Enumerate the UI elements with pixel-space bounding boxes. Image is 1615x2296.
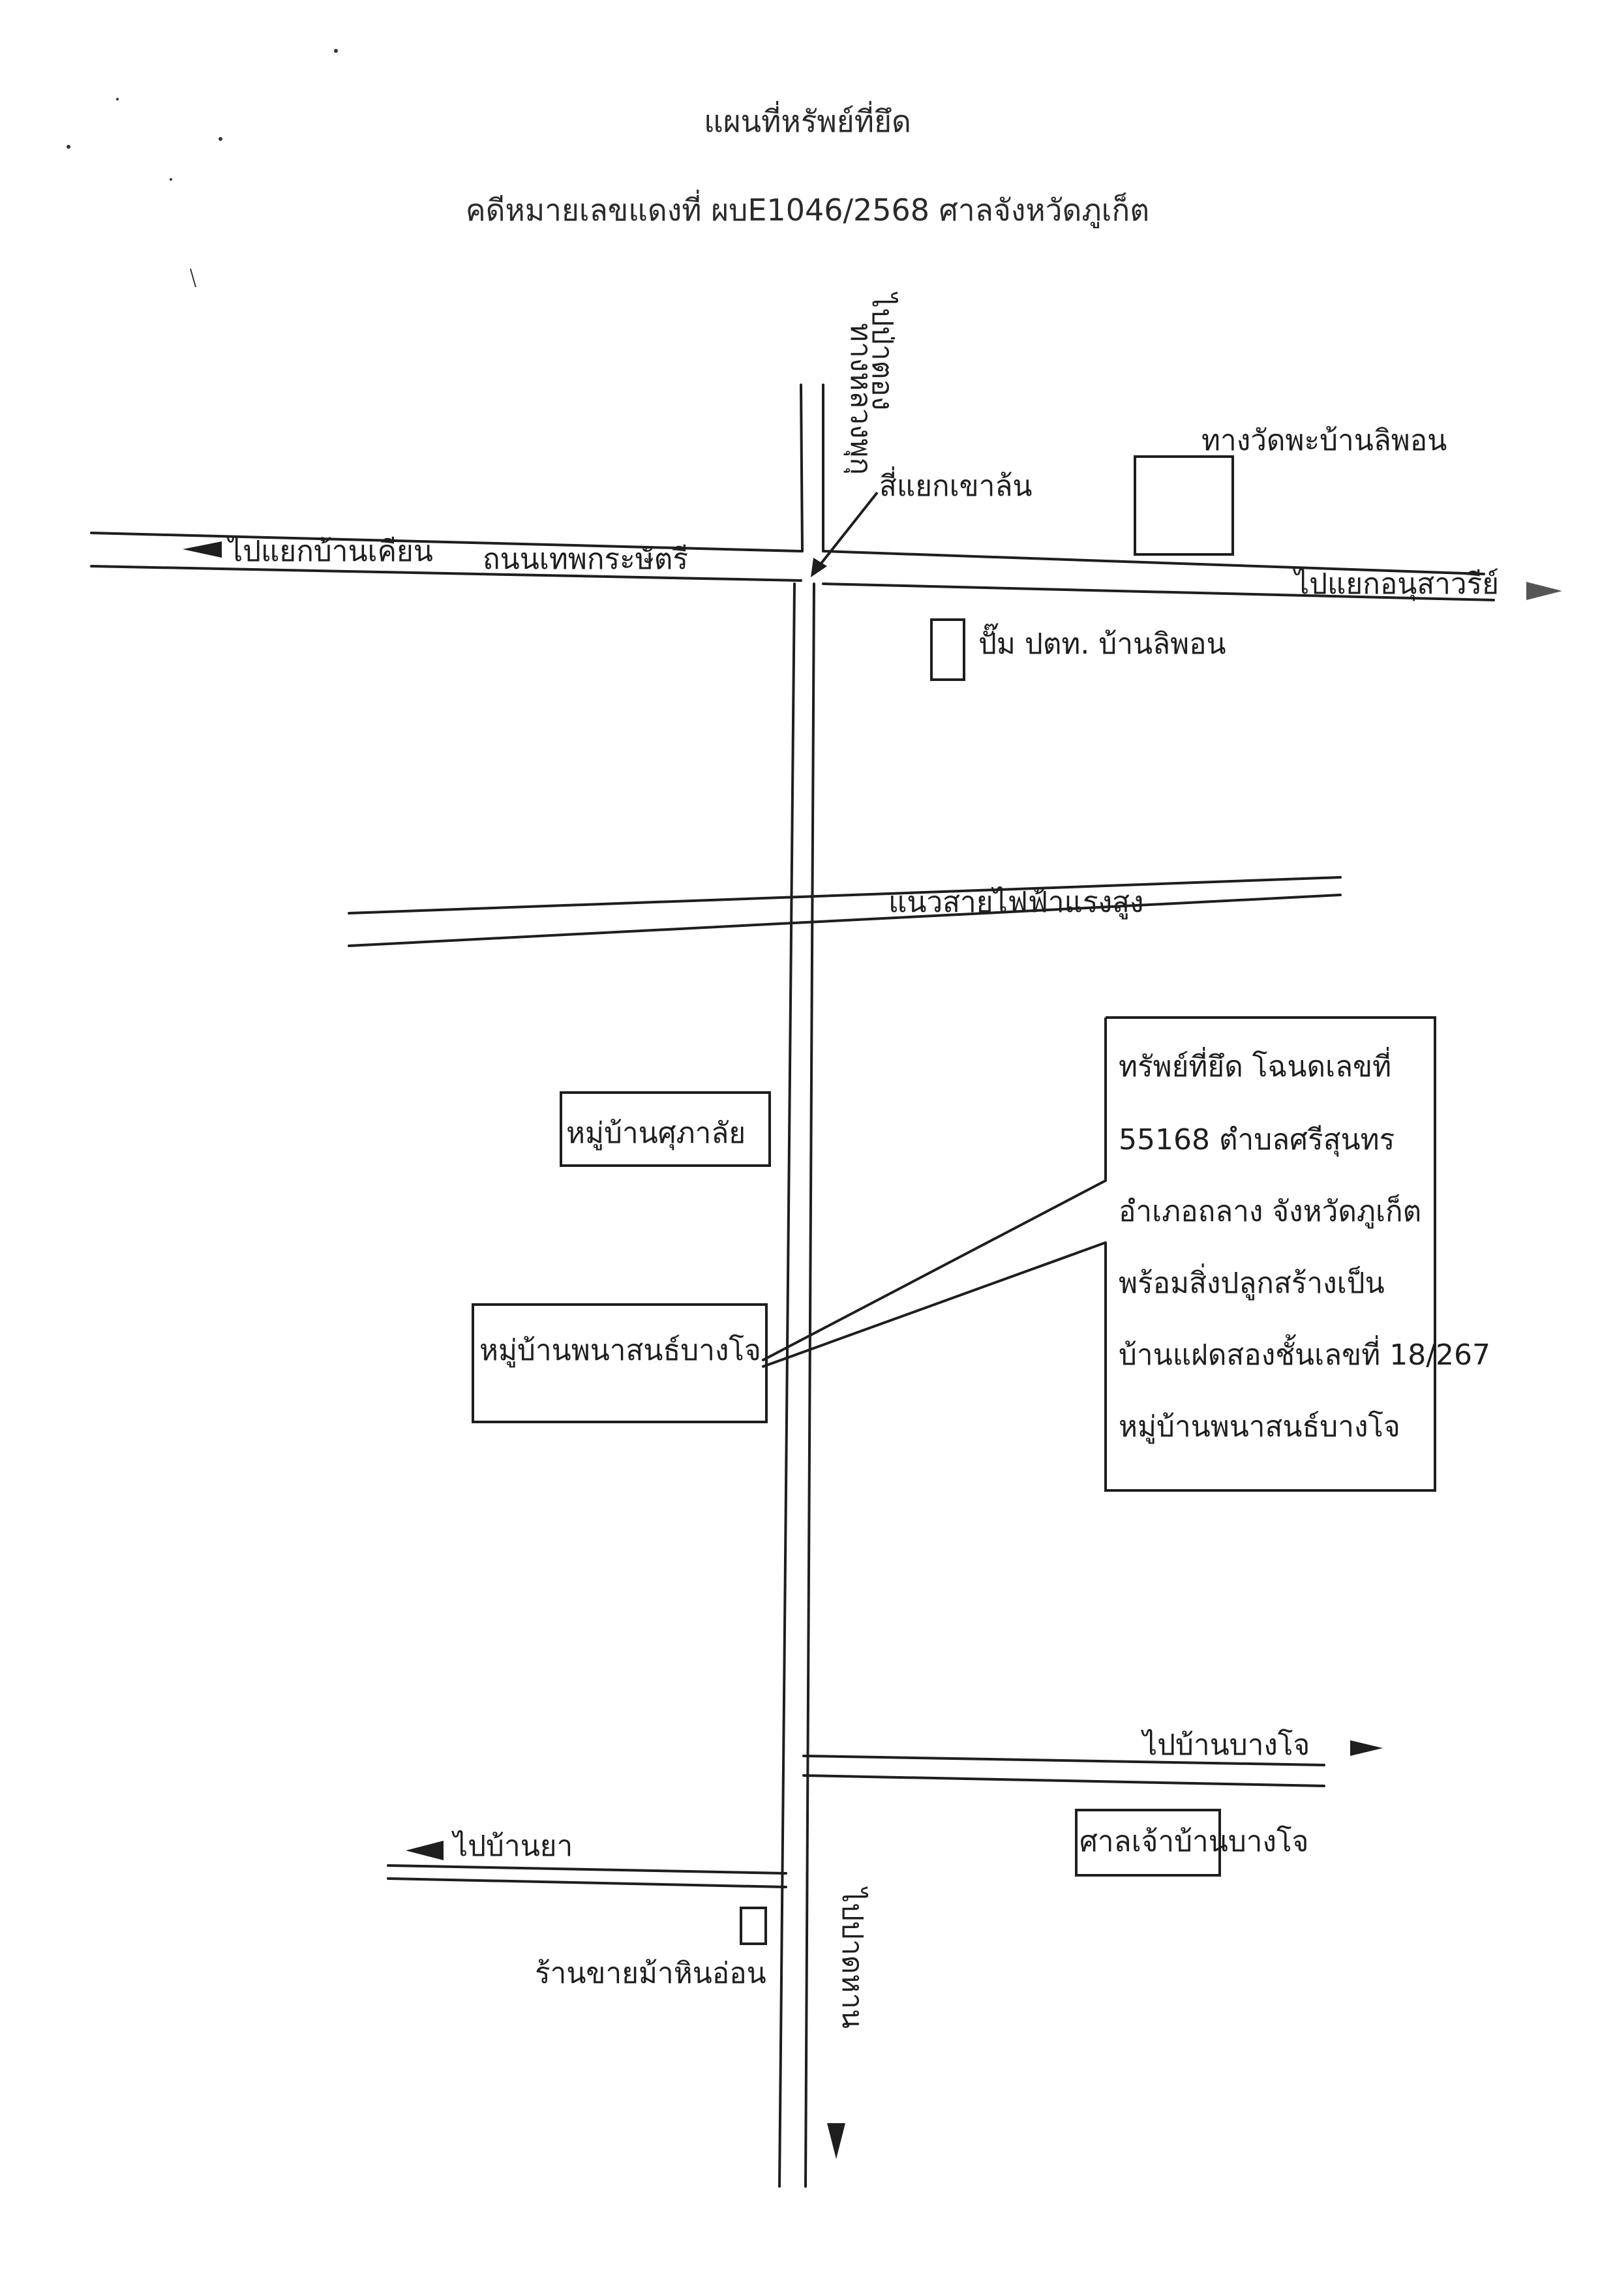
scan-specks — [67, 49, 338, 288]
south-road-left-edge — [778, 582, 796, 2188]
shop-label: ร้านขายม้าหินอ่อน — [535, 1957, 766, 1990]
bangjo-road-bottom — [802, 1774, 1325, 1787]
junction-pointer-arrow — [814, 491, 879, 572]
property-note-line-3: อำเภอถลาง จังหวัดภูเก็ต — [1119, 1194, 1421, 1229]
east-arrow-icon — [1526, 582, 1562, 600]
west-to-label: ไปแยกบ้านเคียน — [226, 535, 433, 568]
bangjo-road-top — [802, 1755, 1325, 1766]
pointer-line-upper — [762, 1179, 1107, 1361]
junction-arrow-icon — [811, 558, 827, 577]
main-road-west-bottom — [90, 565, 802, 582]
shrine-box — [1075, 1809, 1221, 1877]
main-road-east-bottom — [822, 582, 1495, 601]
power-line-label: แนวสายไฟฟ้าแรงสูง — [888, 886, 1143, 920]
shop-marker — [740, 1907, 767, 1945]
banya-arrow-icon — [406, 1841, 444, 1860]
bangjo-arrow-icon — [1350, 1740, 1383, 1756]
north-road-label: ทางหลวงพุกุ — [843, 323, 877, 475]
property-note-line-5: บ้านแฝดสองชั้นเลขที่ 18/267 — [1119, 1334, 1490, 1372]
gas-station-marker — [930, 618, 965, 681]
property-note-line-2: 55168 ตำบลศรีสุนทร — [1119, 1123, 1395, 1157]
to-banya-label: ไปบ้านยา — [451, 1830, 573, 1863]
village-2-label: หมู่บ้านพนาสนธ์บางโจ — [479, 1334, 761, 1368]
banya-road-bottom — [387, 1877, 787, 1888]
property-note-line-4: พร้อมสิ่งปลูกสร้างเป็น — [1119, 1263, 1385, 1301]
gas-station-label: ปั๊ม ปตท. บ้านลิพอน — [978, 623, 1226, 661]
shrine-label: ศาลเจ้าบ้านบางโจ — [1079, 1825, 1308, 1858]
landmark-top-label: ทางวัดพะบ้านลิพอน — [1201, 424, 1447, 457]
document-title: แผนที่หรัพย์ที่ยึด — [704, 104, 911, 139]
landmark-top-building — [1134, 455, 1234, 556]
banya-road-top — [387, 1864, 787, 1875]
east-to-label: ไปแยกอนุสาวรีย์ — [1293, 567, 1499, 601]
village-1-label: หมู่บ้านศุภาลัย — [566, 1117, 746, 1151]
north-to-label: ไปป่าตอง — [866, 292, 899, 410]
north-road-left-edge — [800, 384, 804, 552]
south-arrow-icon — [827, 2123, 845, 2159]
main-road-label: ถนนเทพกระษัตรี — [483, 543, 688, 576]
to-bangjo-label: ไปบ้านบางโจ — [1141, 1729, 1310, 1762]
junction-label: สี่แยกเขาล้น — [879, 466, 1033, 503]
property-note-box — [1104, 1016, 1436, 1492]
case-number-line: คดีหมายเลขแดงที่ ผบE1046/2568 ศาลจังหวัด… — [465, 192, 1150, 228]
property-note-line-6: หมู่บ้านพนาสนธ์บางโจ — [1119, 1410, 1400, 1444]
power-line-top — [348, 876, 1342, 914]
property-note-line-1: ทรัพย์ที่ยึด โฉนดเลขที่ — [1119, 1046, 1391, 1083]
power-line-bottom — [348, 894, 1342, 947]
village-2-box — [472, 1303, 768, 1423]
west-arrow-icon — [183, 541, 222, 558]
village-1-box — [560, 1091, 771, 1167]
main-road-west-top — [90, 532, 802, 552]
main-road-east-top — [822, 550, 1485, 575]
south-road-right-edge — [804, 582, 815, 2188]
pointer-line-lower — [762, 1241, 1107, 1368]
south-road-label: ไปปาดหาน — [836, 1886, 869, 2029]
